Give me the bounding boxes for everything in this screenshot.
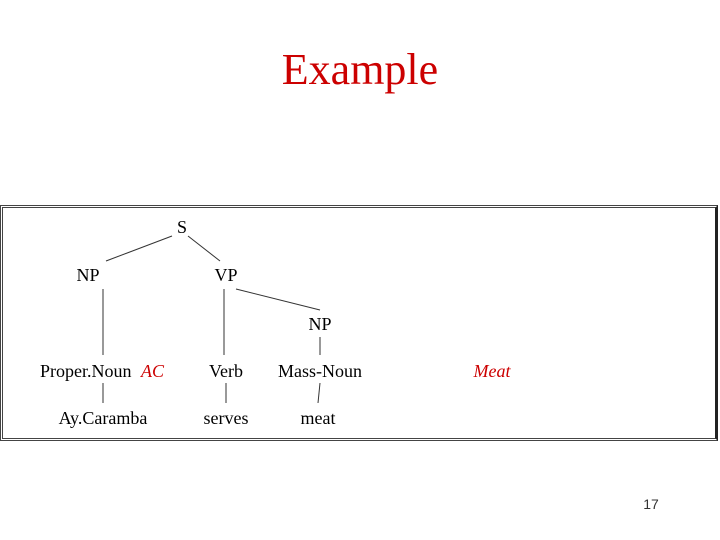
edge-s-vp [187,235,221,262]
node-verb: Verb [209,361,243,381]
parse-tree-diagram: S NP VP NP Proper.Noun AC Verb Mass-Noun… [40,217,512,428]
node-proper-noun: Proper.Noun [40,361,132,381]
word-meat: meat [301,408,336,428]
edge-s-np [105,235,173,262]
parse-tree-panel [0,205,718,441]
node-vp: VP [214,265,237,285]
semantic-annotation-meat: Meat [473,361,512,381]
page-number: 17 [643,496,659,512]
node-np-subject: NP [76,265,99,285]
node-mass-noun: Mass-Noun [278,361,362,381]
semantic-annotation-ac: AC [140,361,165,381]
slide-title: Example [281,45,439,94]
edge-vp-np [235,288,321,311]
word-serves: serves [204,408,249,428]
node-np-object: NP [308,314,331,334]
edge-massnoun-word [317,382,321,404]
node-s: S [177,217,187,237]
word-ay-caramba: Ay.Caramba [59,408,148,428]
